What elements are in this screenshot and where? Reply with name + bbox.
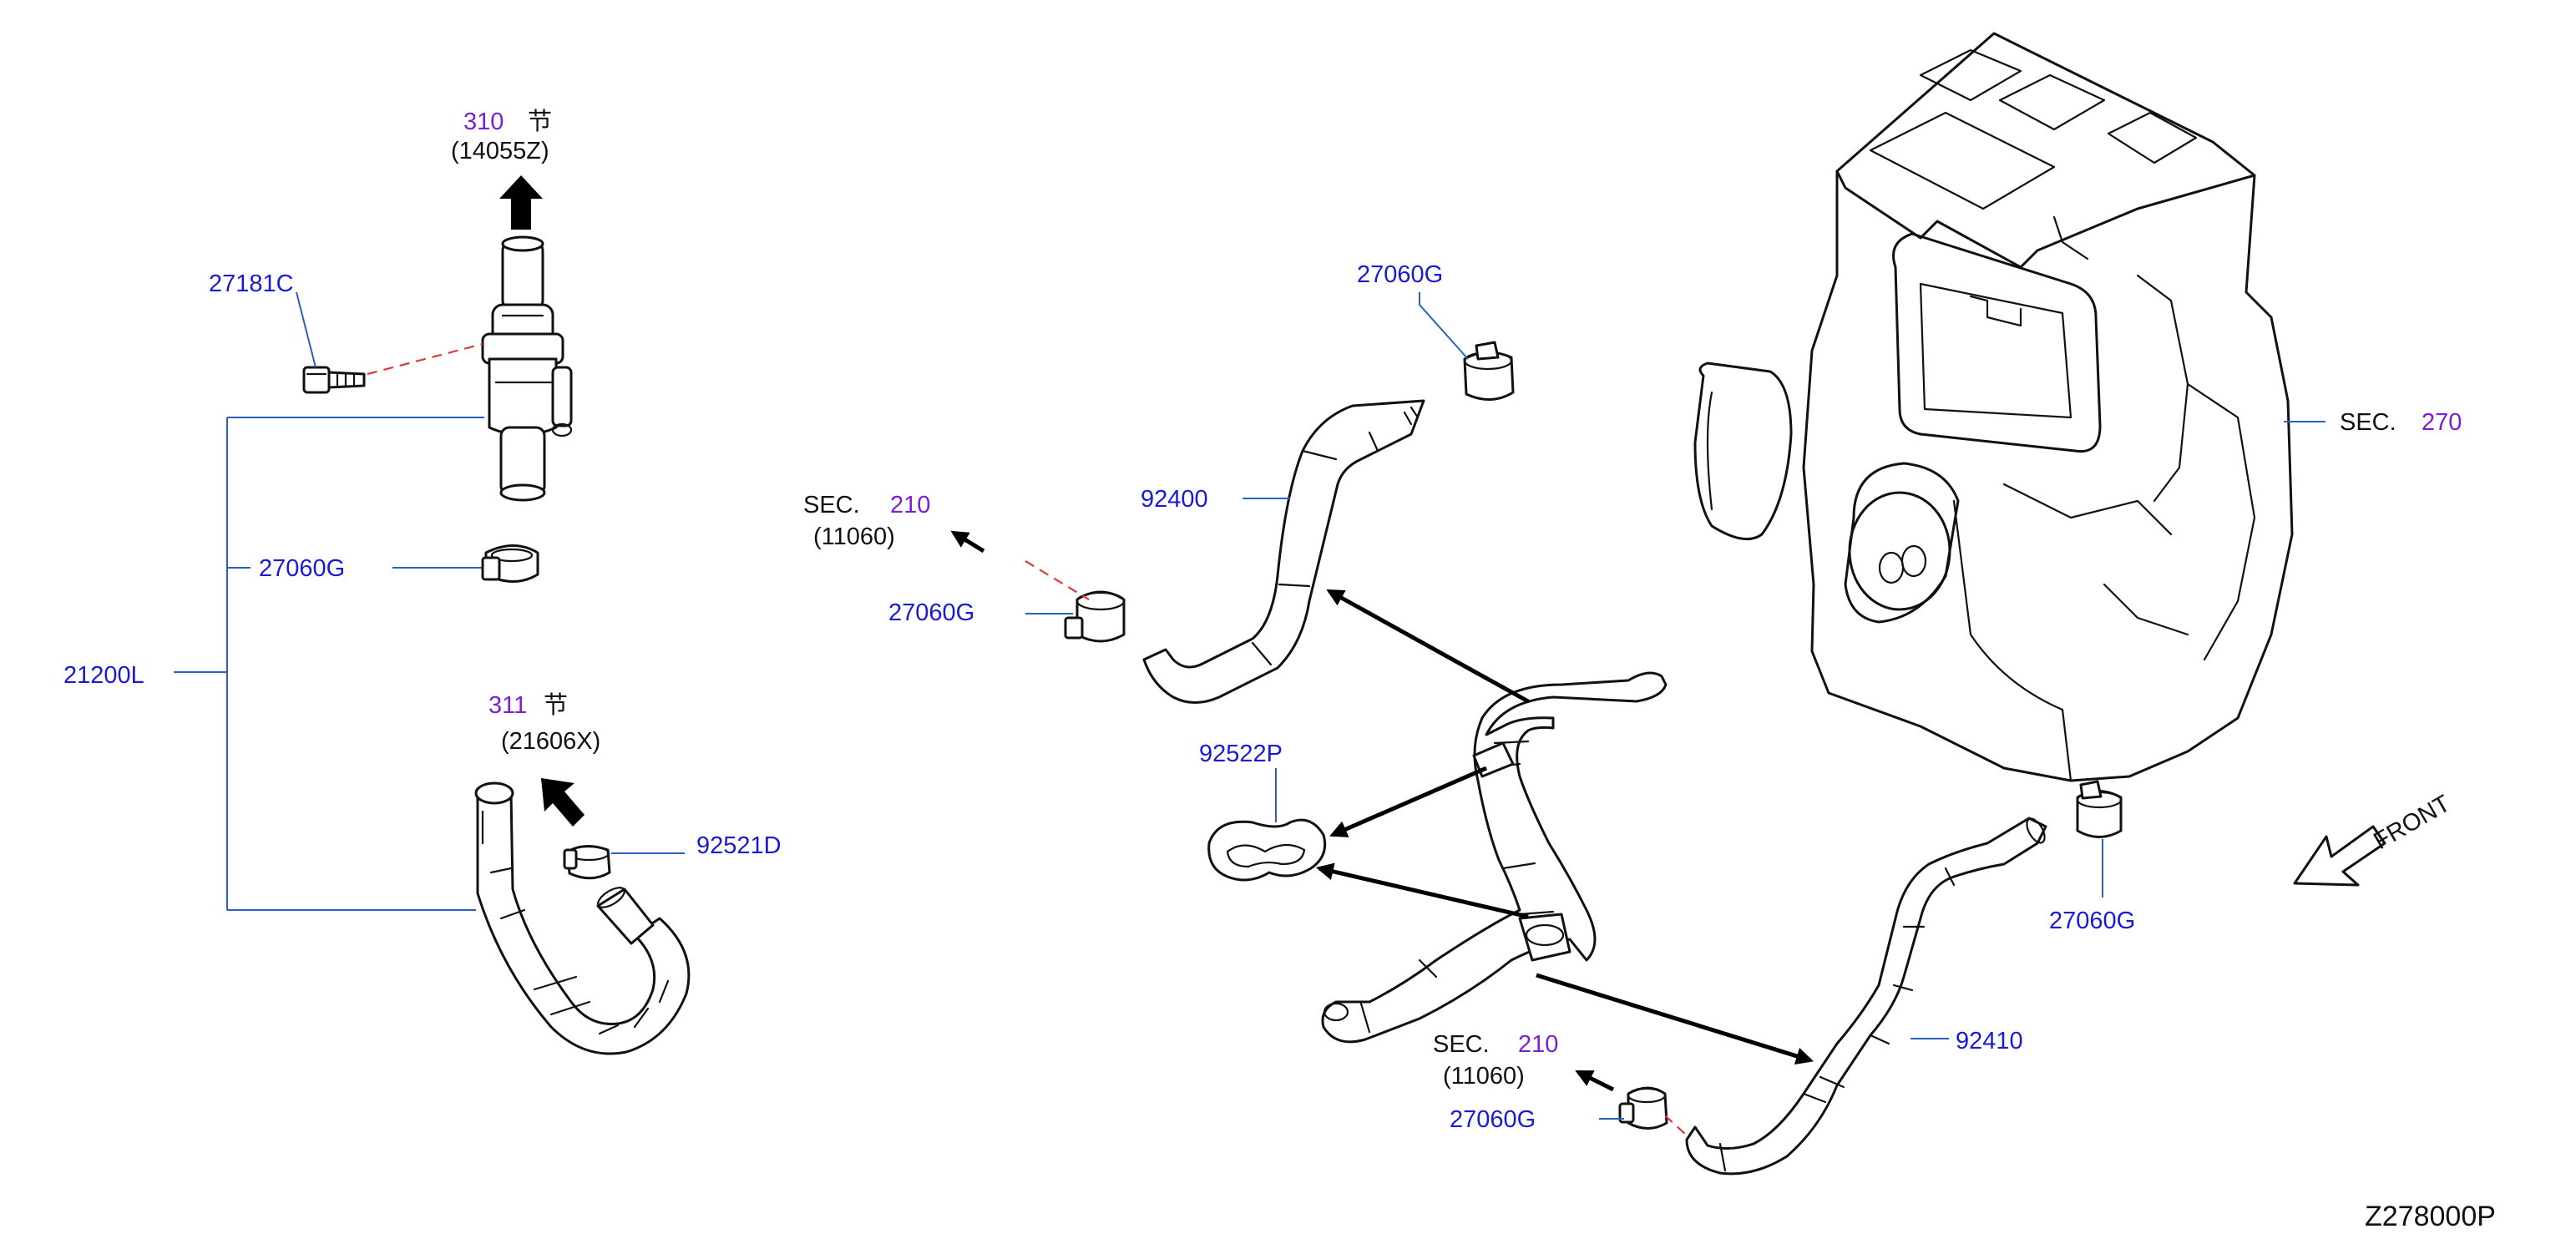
front-direction-arrow-icon: [2293, 825, 2386, 887]
sec-upper-ref: (11060): [813, 523, 895, 550]
label-92522P: 92522P: [1199, 741, 1283, 767]
sec-heater-prefix: SEC.: [2340, 409, 2396, 436]
label-27060G-lower: 27060G: [1450, 1106, 1536, 1133]
hose-92410: [1685, 817, 2047, 1176]
label-92410: 92410: [1956, 1028, 2023, 1054]
sec-heater-number: 270: [2422, 409, 2462, 436]
clamp-center-left: [1064, 590, 1126, 643]
label-27060G-heater: 27060G: [2049, 908, 2135, 934]
heater-unit: [1693, 32, 2294, 782]
clamp-upper-right: [1463, 341, 1515, 401]
label-92521D: 92521D: [696, 832, 782, 859]
label-21200L: 21200L: [63, 662, 144, 689]
sec-upper-prefix: SEC.: [803, 492, 860, 518]
clamp-92521D: [563, 845, 611, 880]
bolt: [302, 366, 366, 394]
sec-lower-arrow: [1575, 1070, 1615, 1092]
front-label: FRONT: [2370, 790, 2456, 855]
clamp-heater: [2076, 780, 2123, 838]
clamp-lower-dashed-line: [1664, 1115, 1688, 1136]
bolt-dashed-line: [367, 342, 483, 376]
hose-left-section-char: 节: [544, 691, 568, 719]
sec-upper-number: 210: [890, 492, 930, 518]
bracket-92522P: [1207, 818, 1327, 882]
clamp-left-mid: [481, 544, 539, 583]
hose-left-section-number: 311: [488, 692, 527, 719]
diagram-id: Z278000P: [2365, 1201, 2496, 1232]
labels: 310 节 (14055Z) 27181C 27060G 21200L 311 …: [63, 108, 2496, 1232]
sec-lower-number: 210: [1518, 1031, 1558, 1058]
label-27181C: 27181C: [209, 271, 294, 297]
direction-arrow-icon: [541, 778, 585, 827]
sec-upper-dashed-line: [1025, 560, 1090, 600]
label-27060G-center-left: 27060G: [888, 599, 974, 626]
clamp-upper-right-leader: [1419, 292, 1469, 360]
sec-upper-arrow: [950, 530, 985, 554]
hose-92400: [1142, 399, 1425, 704]
bolt-leader: [296, 291, 316, 368]
arrow-to-bracket-b: [1315, 862, 1529, 919]
assembly-bracket-lines: [174, 417, 484, 911]
direction-arrow-icon: [499, 175, 543, 230]
sec-lower-ref: (11060): [1443, 1063, 1525, 1090]
top-valve-section-number: 310: [463, 109, 504, 135]
water-valve: [481, 235, 573, 502]
top-valve-section-char: 节: [528, 108, 552, 135]
central-hose: [1321, 671, 1668, 1044]
arrow-to-bracket-a: [1329, 766, 1487, 837]
heater-hose-left: [474, 781, 691, 1055]
arrow-to-hose-92410: [1536, 973, 1814, 1065]
hose-left-ref: (21606X): [501, 728, 600, 755]
sec-lower-prefix: SEC.: [1433, 1031, 1490, 1058]
label-27060G-left-mid: 27060G: [259, 555, 345, 582]
arrow-to-hose-92400: [1326, 589, 1530, 704]
label-92400: 92400: [1141, 486, 1208, 513]
clamp-lower: [1618, 1086, 1668, 1130]
top-valve-ref: (14055Z): [451, 138, 549, 164]
label-27060G-upper-right: 27060G: [1357, 261, 1443, 288]
